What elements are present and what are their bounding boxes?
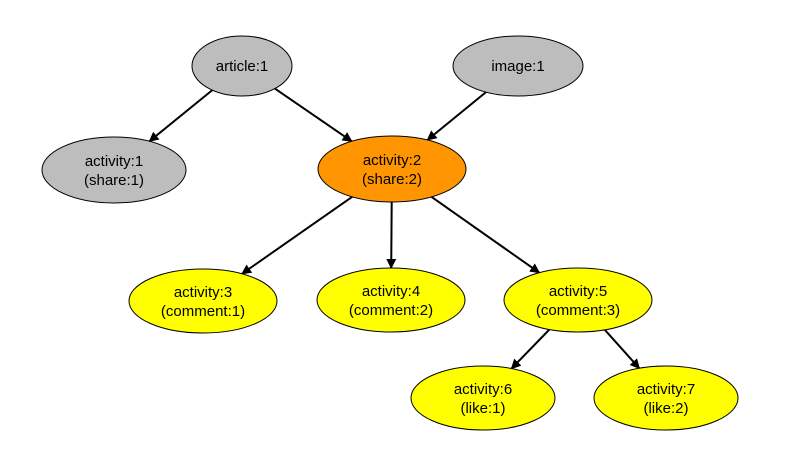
edge-activity-5-to-activity-6 xyxy=(510,328,551,370)
node-image-1: image:1 xyxy=(452,35,584,97)
node-label-line-2: (like:2) xyxy=(643,400,688,417)
node-label-line-2: (comment:2) xyxy=(349,302,433,319)
node-label-line-1: activity:4 xyxy=(362,283,420,300)
node-activity-1: activity:1 (share:1) xyxy=(41,136,187,204)
node-activity-5: activity:5 (comment:3) xyxy=(503,267,653,333)
node-activity-7: activity:7 (like:2) xyxy=(593,365,739,431)
nodes: article:1 image:1 activity:1 (share:1) a… xyxy=(41,35,739,431)
node-activity-6: activity:6 (like:1) xyxy=(410,365,556,431)
edge-activity-2-to-activity-3 xyxy=(241,195,353,275)
edge-article-1-to-activity-1 xyxy=(148,89,213,143)
node-article-1: article:1 xyxy=(191,35,293,97)
node-activity-2: activity:2 (share:2) xyxy=(317,135,467,203)
edge-article-1-to-activity-2 xyxy=(274,87,353,143)
node-label-line-1: activity:1 xyxy=(85,153,143,170)
node-label-line-1: activity:2 xyxy=(363,152,421,169)
node-label: image:1 xyxy=(491,58,544,75)
edge-activity-5-to-activity-7 xyxy=(604,329,641,370)
node-label-line-1: activity:7 xyxy=(637,381,695,398)
node-label-line-2: (comment:1) xyxy=(161,303,245,320)
node-label-line-2: (share:1) xyxy=(84,172,144,189)
node-label-line-1: activity:3 xyxy=(174,284,232,301)
edge-activity-2-to-activity-4 xyxy=(386,201,397,269)
node-activity-3: activity:3 (comment:1) xyxy=(128,268,278,334)
node-label-line-1: activity:6 xyxy=(454,381,512,398)
node-label-line-2: (share:2) xyxy=(362,171,422,188)
edge-image-1-to-activity-2 xyxy=(426,91,487,141)
node-label-line-1: activity:5 xyxy=(549,283,607,300)
node-label-line-2: (comment:3) xyxy=(536,302,620,319)
node-label: article:1 xyxy=(216,58,269,75)
edge-activity-2-to-activity-5 xyxy=(431,196,541,274)
node-label-line-2: (like:1) xyxy=(460,400,505,417)
node-activity-4: activity:4 (comment:2) xyxy=(316,267,466,333)
edges xyxy=(148,87,641,370)
